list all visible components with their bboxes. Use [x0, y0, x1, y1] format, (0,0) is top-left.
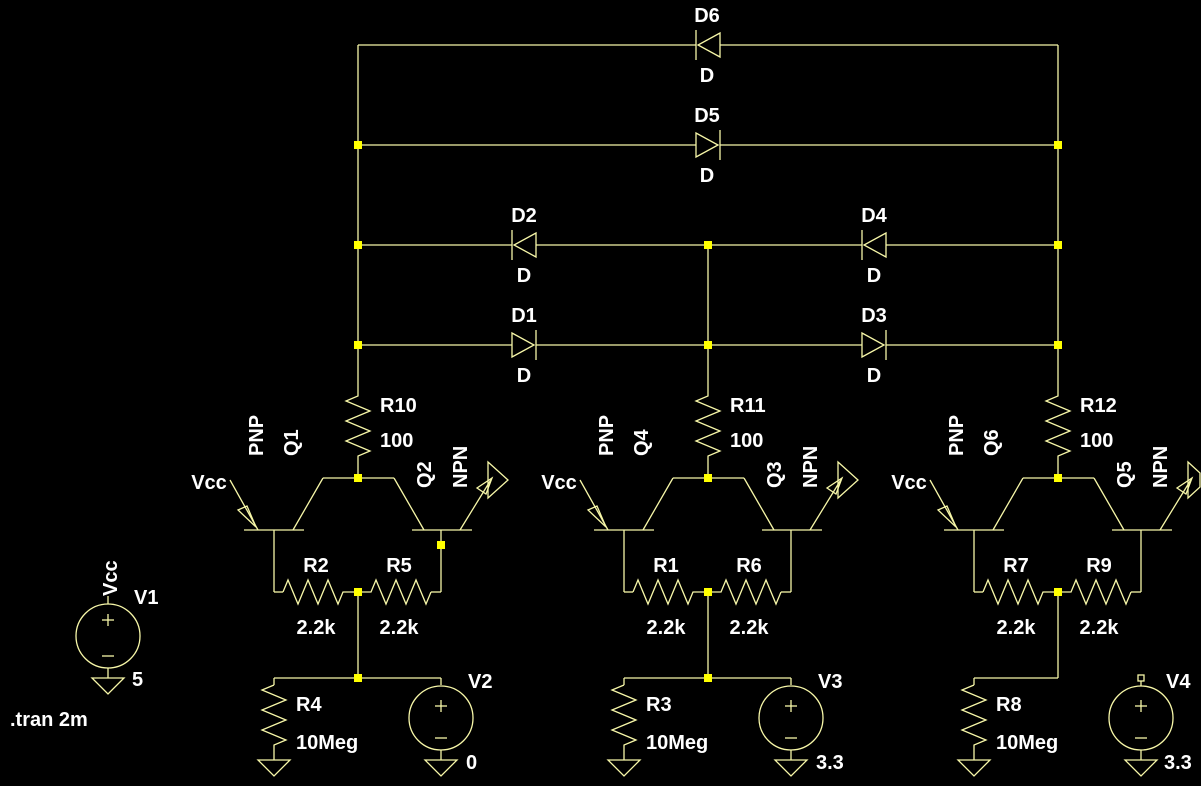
- voltage-source-v1-ref: V1: [134, 587, 158, 609]
- resistor-r4-value: 10Meg: [296, 732, 358, 754]
- voltage-source-v3-value: 3.3: [816, 752, 844, 774]
- diode-d1[interactable]: D1 D: [511, 305, 537, 387]
- ground-symbol: [423, 759, 459, 777]
- resistor-r7[interactable]: R7 2.2k: [982, 555, 1058, 639]
- resistor-r4-ref: R4: [296, 694, 322, 716]
- resistor-r3-value: 10Meg: [646, 732, 708, 754]
- resistor-r6-ref: R6: [736, 555, 762, 577]
- transistor-q3-model: NPN: [800, 446, 822, 488]
- voltage-source-v2-value: 0: [466, 752, 477, 774]
- spice-directive[interactable]: .tran 2m: [10, 709, 88, 731]
- diode-d3-model: D: [867, 365, 881, 387]
- resistor-r9-ref: R9: [1086, 555, 1112, 577]
- resistor-r1-ref: R1: [653, 555, 679, 577]
- diode-d1-model: D: [517, 365, 531, 387]
- resistor-r2-ref: R2: [303, 555, 329, 577]
- resistor-r8-ref: R8: [996, 694, 1022, 716]
- transistor-q5[interactable]: Q5 NPN: [1093, 446, 1201, 531]
- diode-d4[interactable]: D4 D: [861, 205, 887, 287]
- resistor-r5[interactable]: R5 2.2k: [358, 555, 432, 639]
- resistor-r6[interactable]: R6 2.2k: [708, 555, 782, 639]
- resistor-r11-value: 100: [730, 430, 763, 452]
- resistor-r8[interactable]: R8 10Meg: [960, 684, 1058, 760]
- transistor-q2[interactable]: Q2 NPN: [393, 446, 509, 531]
- transistor-q6-emitter-net: Vcc: [891, 472, 927, 494]
- transistor-q1-model: PNP: [246, 415, 268, 456]
- transistor-q5-model: NPN: [1150, 446, 1172, 488]
- transistor-q6-ref: Q6: [981, 429, 1003, 456]
- transistor-q4-model: PNP: [596, 415, 618, 456]
- transistor-q6-model: PNP: [946, 415, 968, 456]
- diode-d3[interactable]: D3 D: [861, 305, 887, 387]
- transistor-q4[interactable]: Vcc PNP Q4: [541, 415, 674, 531]
- junction-dots: [354, 141, 1062, 682]
- resistor-r12-ref: R12: [1080, 395, 1117, 417]
- voltage-source-v2-ref: V2: [468, 671, 492, 693]
- voltage-source-v3-ref: V3: [818, 671, 842, 693]
- resistor-r2[interactable]: R2 2.2k: [282, 555, 358, 639]
- transistor-q3[interactable]: Q3 NPN: [743, 446, 859, 531]
- diode-network-wires: [357, 44, 1059, 390]
- transistor-q1-ref: Q1: [281, 429, 303, 456]
- voltage-source-v3[interactable]: V3 3.3: [758, 671, 844, 774]
- voltage-source-v1-net: Vcc: [100, 560, 122, 596]
- resistor-r10[interactable]: R10 100: [344, 390, 417, 478]
- resistor-r1-value: 2.2k: [647, 617, 687, 639]
- diode-d5[interactable]: D5 D: [694, 105, 721, 187]
- resistor-r2-value: 2.2k: [297, 617, 337, 639]
- transistor-q1-emitter-net: Vcc: [191, 472, 227, 494]
- diode-d3-ref: D3: [861, 305, 887, 327]
- voltage-source-v4-ref: V4: [1166, 671, 1191, 693]
- ground-symbol: [773, 759, 809, 777]
- resistor-r7-ref: R7: [1003, 555, 1029, 577]
- resistor-r9-value: 2.2k: [1080, 617, 1120, 639]
- diode-d2-ref: D2: [511, 205, 537, 227]
- voltage-source-v1-value: 5: [132, 669, 143, 691]
- diode-d4-model: D: [867, 265, 881, 287]
- resistor-r12-value: 100: [1080, 430, 1113, 452]
- transistor-q1[interactable]: Vcc PNP Q1: [191, 415, 324, 531]
- diode-d5-ref: D5: [694, 105, 720, 127]
- diode-d6-ref: D6: [694, 5, 720, 27]
- transistor-q6[interactable]: Vcc PNP Q6: [891, 415, 1024, 531]
- resistor-r11[interactable]: R11 100: [694, 390, 766, 478]
- diode-d6-model: D: [700, 65, 714, 87]
- resistor-r3-ref: R3: [646, 694, 672, 716]
- diode-d1-ref: D1: [511, 305, 537, 327]
- ground-symbol: [956, 759, 992, 777]
- resistor-r7-value: 2.2k: [997, 617, 1037, 639]
- transistor-q4-emitter-net: Vcc: [541, 472, 577, 494]
- resistor-r6-value: 2.2k: [730, 617, 770, 639]
- voltage-source-v4-value: 3.3: [1164, 752, 1192, 774]
- transistor-q4-ref: Q4: [631, 428, 653, 456]
- resistor-r8-value: 10Meg: [996, 732, 1058, 754]
- resistor-r12[interactable]: R12 100: [1044, 390, 1117, 478]
- transistor-q2-model: NPN: [450, 446, 472, 488]
- diode-d6[interactable]: D6 D: [694, 5, 721, 87]
- resistor-r4[interactable]: R4 10Meg: [260, 684, 358, 760]
- resistor-r11-ref: R11: [730, 395, 766, 417]
- voltage-source-v4[interactable]: V4 3.3: [1108, 671, 1192, 774]
- ground-symbol: [1123, 759, 1159, 777]
- diode-d2[interactable]: D2 D: [511, 205, 537, 287]
- diode-d4-ref: D4: [861, 205, 887, 227]
- resistor-r1[interactable]: R1 2.2k: [632, 555, 708, 639]
- resistor-r9[interactable]: R9 2.2k: [1058, 555, 1132, 639]
- ground-symbol: [606, 759, 642, 777]
- resistor-r5-value: 2.2k: [380, 617, 420, 639]
- ground-symbol: [90, 677, 126, 695]
- resistor-r5-ref: R5: [386, 555, 412, 577]
- resistor-r10-ref: R10: [380, 395, 417, 417]
- transistor-q3-ref: Q3: [764, 461, 786, 488]
- diode-d2-model: D: [517, 265, 531, 287]
- transistor-q5-ref: Q5: [1114, 461, 1136, 488]
- transistor-q2-ref: Q2: [414, 461, 436, 488]
- resistor-r10-value: 100: [380, 430, 413, 452]
- diode-d5-model: D: [700, 165, 714, 187]
- ground-symbol: [256, 759, 292, 777]
- resistor-r3[interactable]: R3 10Meg: [610, 684, 708, 760]
- voltage-source-v1[interactable]: Vcc V1 5: [75, 560, 158, 691]
- voltage-source-v2[interactable]: V2 0: [408, 671, 492, 774]
